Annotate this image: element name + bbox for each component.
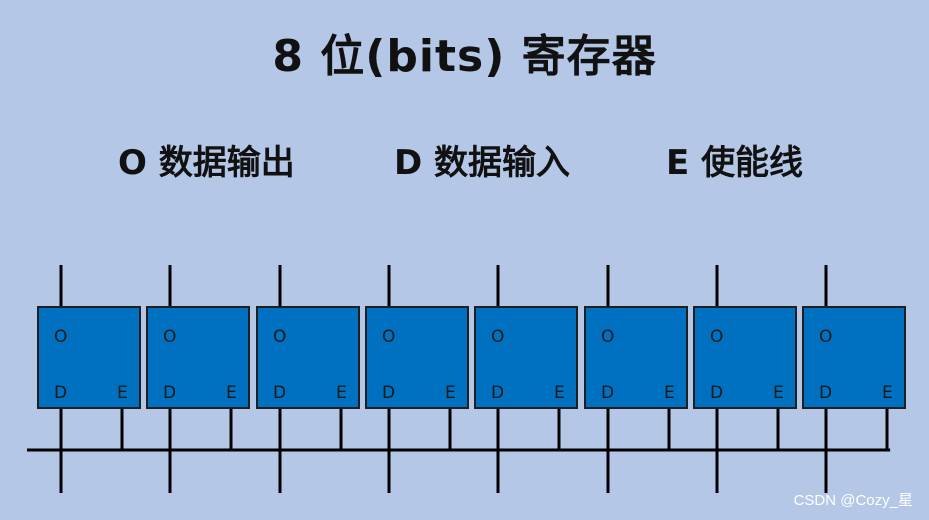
pin-label-o: O	[819, 327, 832, 347]
pin-label-o: O	[163, 327, 176, 347]
pin-label-d: D	[601, 383, 614, 403]
pin-label-o: O	[382, 327, 395, 347]
pin-label-e: E	[445, 383, 456, 403]
legend-input: D 数据输入	[394, 143, 571, 183]
pin-label-o: O	[710, 327, 723, 347]
register-cell-box	[37, 306, 141, 409]
pin-label-e: E	[773, 383, 784, 403]
pin-label-d: D	[382, 383, 395, 403]
pin-label-e: E	[664, 383, 675, 403]
pin-label-e: E	[882, 383, 893, 403]
watermark: CSDN @Cozy_星	[793, 492, 913, 509]
register-cell-2: O D E	[146, 265, 250, 493]
pin-label-d: D	[54, 383, 67, 403]
pin-label-e: E	[554, 383, 565, 403]
pin-label-e: E	[336, 383, 347, 403]
pin-label-o: O	[54, 327, 67, 347]
register-cell-1: O D E	[37, 265, 141, 493]
register-cell-5: O D E	[474, 265, 578, 493]
legend-enable: E 使能线	[666, 143, 804, 183]
register-cell-box	[474, 306, 578, 409]
register-cell-3: O D E	[256, 265, 360, 493]
register-cell-4: O D E	[365, 265, 469, 493]
legend-output: O 数据输出	[118, 143, 295, 183]
pin-label-d: D	[710, 383, 723, 403]
register-cells: O D E O D E O D E O D E O D E O D E O D E O D E	[37, 265, 906, 493]
register-cell-7: O D E	[693, 265, 797, 493]
pin-label-d: D	[491, 383, 504, 403]
register-cell-box	[256, 306, 360, 409]
pin-label-o: O	[273, 327, 286, 347]
pin-label-d: D	[163, 383, 176, 403]
register-cell-8: O D E	[802, 265, 906, 493]
pin-label-d: D	[819, 383, 832, 403]
pin-label-d: D	[273, 383, 286, 403]
register-cell-box	[146, 306, 250, 409]
page-title: 8 位(bits) 寄存器	[272, 31, 657, 82]
pin-label-e: E	[226, 383, 237, 403]
register-cell-box	[584, 306, 688, 409]
pin-label-o: O	[601, 327, 614, 347]
register-cell-6: O D E	[584, 265, 688, 493]
register-cell-box	[802, 306, 906, 409]
pin-label-e: E	[117, 383, 128, 403]
register-cell-box	[693, 306, 797, 409]
register-cell-box	[365, 306, 469, 409]
pin-label-o: O	[491, 327, 504, 347]
